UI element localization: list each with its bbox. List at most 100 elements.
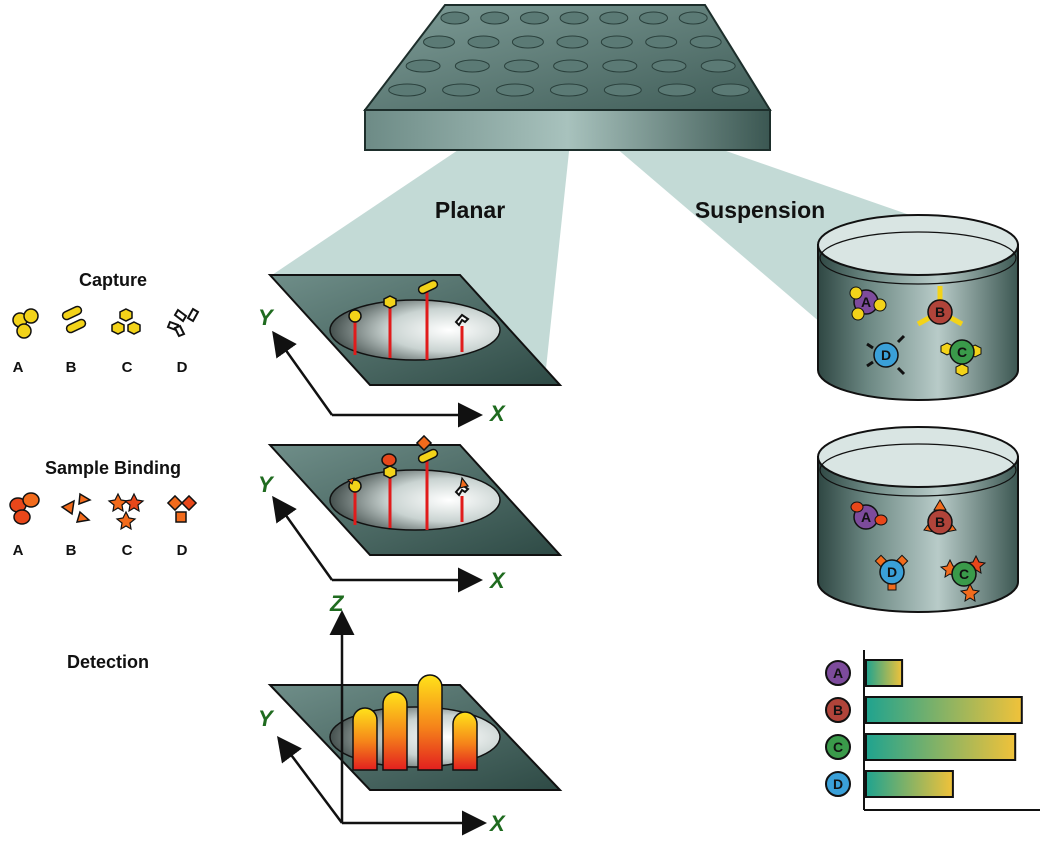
capture-bead-a-letter: A	[861, 294, 871, 310]
plate-well	[556, 35, 589, 49]
plate-well	[504, 59, 539, 73]
sample-molecules	[9, 492, 198, 531]
sample-binding-label: Sample Binding	[45, 458, 181, 478]
chart-category-keys: A B C D	[825, 660, 851, 797]
plate-well	[645, 35, 678, 49]
plate-well	[599, 11, 629, 25]
sample-molecule-b	[60, 492, 92, 523]
sample-molecule-c	[107, 492, 145, 531]
binding-bead-b-letter: B	[935, 514, 945, 530]
chart-bar-d	[865, 770, 954, 798]
binding-bead-c-letter: C	[959, 566, 969, 582]
planar-binding-y-axis: Y	[258, 472, 275, 497]
sample-letter-c: C	[122, 542, 133, 559]
planar-capture-slide	[267, 274, 563, 386]
plate-well	[454, 59, 490, 73]
chart-key-label-a: A	[833, 665, 843, 681]
plate-well	[651, 59, 687, 73]
capture-bead-d-letter: D	[881, 347, 891, 363]
detection-peak	[452, 711, 478, 771]
planar-detection-slide	[267, 674, 563, 791]
capture-bead-b: B	[916, 286, 964, 327]
plate-well	[603, 83, 642, 97]
plate-well	[600, 35, 633, 49]
sample-letter-d: D	[177, 542, 188, 559]
planar-beam	[272, 95, 575, 378]
plate-well	[711, 83, 750, 97]
suspension-heading: Suspension	[695, 197, 825, 223]
binding-bead-a: A	[850, 501, 888, 530]
chart-key-label-d: D	[833, 776, 843, 792]
detection-peak	[382, 691, 408, 771]
suspension-capture-cup: A B D C	[817, 214, 1019, 401]
capture-letters: A B C D	[13, 359, 188, 376]
chart-key-bead-c	[825, 734, 851, 760]
plate-well	[496, 83, 534, 97]
chart-key-bead-b	[825, 697, 851, 723]
planar-heading: Planar	[435, 197, 505, 223]
plate-well	[440, 11, 470, 25]
planar-binding-slide	[267, 434, 563, 556]
planar-detection-y-axis: Y	[258, 706, 275, 731]
capture-bead-b-letter: B	[935, 304, 945, 320]
binding-bead-a-letter: A	[861, 509, 871, 525]
chart-bar-a	[865, 659, 904, 687]
sample-molecule-a	[9, 492, 40, 525]
plate-well	[480, 11, 510, 25]
suspension-binding-cup: A B D C	[817, 426, 1019, 613]
plate-well	[602, 59, 638, 73]
capture-letter-a: A	[13, 359, 24, 376]
sample-letter-a: A	[13, 542, 24, 559]
chart-bars	[865, 659, 1023, 798]
binding-bead-b: B	[923, 499, 957, 535]
planar-detection-z-axis: Z	[329, 591, 345, 616]
planar-binding-axes: Y X	[258, 472, 506, 593]
plate-well	[511, 35, 544, 49]
chart-key-bead-a	[825, 660, 851, 686]
capture-molecules	[12, 305, 200, 339]
planar-detection-x-axis: X	[488, 811, 506, 836]
binding-bead-c: C	[939, 554, 987, 602]
chart-bar-c	[865, 733, 1017, 761]
suspension-bar-chart: A B C D	[825, 650, 1040, 811]
detection-peaks	[352, 674, 478, 771]
sample-letters: A B C D	[13, 542, 188, 559]
planar-detection-axes: Z Y X	[258, 591, 506, 836]
capture-molecule-c	[111, 308, 141, 335]
plate-well	[467, 35, 500, 49]
capture-letter-d: D	[177, 359, 188, 376]
binding-bead-d: D	[874, 554, 909, 591]
chart-key-label-b: B	[833, 702, 843, 718]
capture-label: Capture	[79, 270, 147, 290]
sample-molecule-d	[166, 494, 198, 523]
plate-well	[423, 35, 455, 49]
binding-bead-d-letter: D	[887, 564, 897, 580]
capture-bead-c: C	[940, 339, 982, 377]
plate-well	[553, 59, 589, 73]
sample-letter-b: B	[66, 542, 77, 559]
capture-bead-c-letter: C	[957, 344, 967, 360]
plate-well	[700, 59, 736, 73]
plate-well	[689, 35, 722, 49]
plate-well	[678, 11, 708, 25]
microplate-wells	[388, 11, 750, 97]
microplate	[362, 4, 772, 151]
plate-well	[549, 83, 588, 97]
chart-bar-b	[865, 696, 1023, 724]
capture-molecule-a	[12, 308, 39, 339]
detection-peak	[417, 674, 443, 771]
capture-letter-c: C	[122, 359, 133, 376]
chart-key-label-c: C	[833, 739, 843, 755]
plate-well	[639, 11, 668, 25]
planar-capture-axes: Y X	[258, 305, 506, 428]
planar-capture-y-axis: Y	[258, 305, 275, 330]
capture-molecule-b	[61, 305, 87, 334]
plate-well	[657, 83, 696, 97]
capture-molecule-d	[166, 307, 200, 338]
detection-peak	[352, 707, 378, 771]
plate-well	[519, 11, 549, 25]
capture-bead-d: D	[866, 334, 906, 376]
capture-letter-b: B	[66, 359, 77, 376]
capture-bead-a: A	[849, 286, 887, 321]
